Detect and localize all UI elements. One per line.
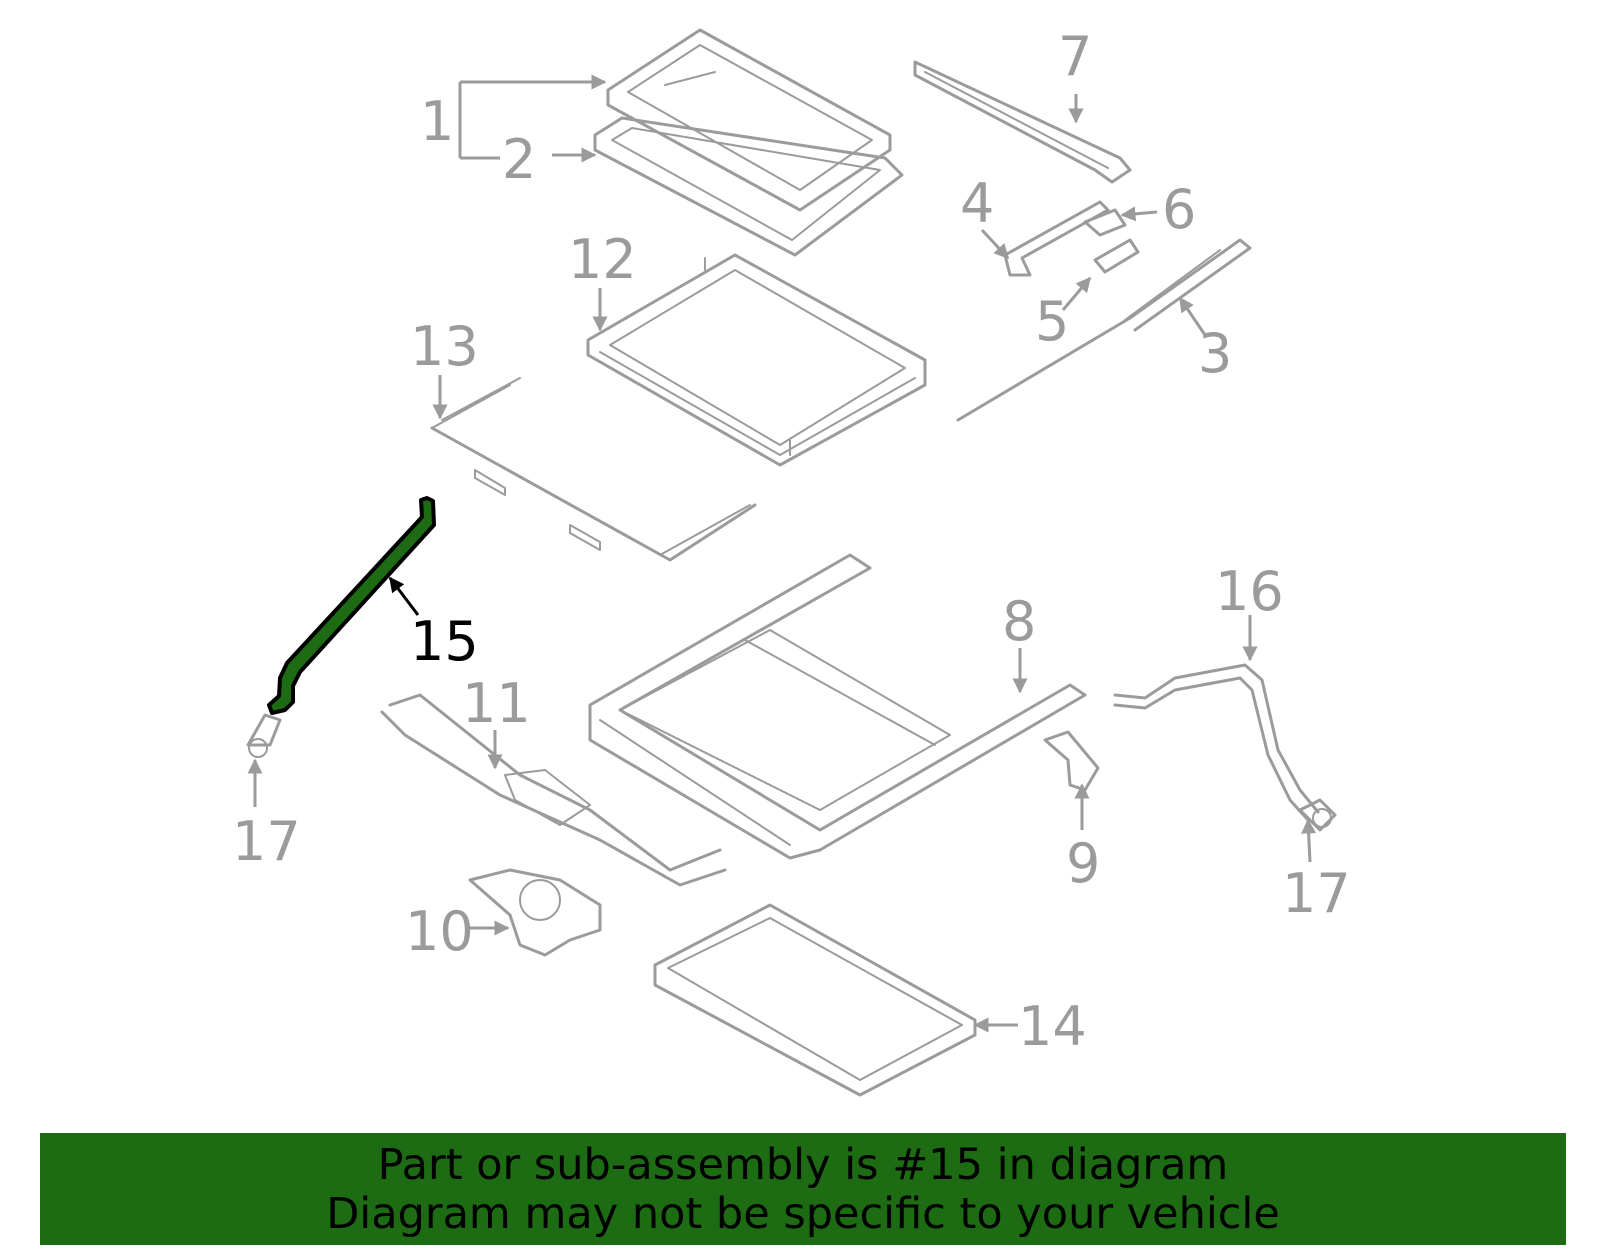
part-6-bracket xyxy=(1083,208,1127,237)
callout-9: 9 xyxy=(1066,832,1100,895)
callout-12: 12 xyxy=(568,228,637,291)
part-10-motor xyxy=(468,868,602,957)
part-12-sunshade-frame xyxy=(586,253,927,467)
part-3-guide-rail xyxy=(956,238,1252,422)
callout-16: 16 xyxy=(1215,560,1284,623)
callout-17-left: 17 xyxy=(232,810,301,873)
part-13-rear-frame xyxy=(430,377,757,562)
callout-1: 1 xyxy=(420,90,454,153)
callout-3: 3 xyxy=(1198,322,1232,385)
callout-5: 5 xyxy=(1035,290,1069,353)
part-5-bracket xyxy=(1093,238,1140,274)
part-1-glass-panel xyxy=(606,28,892,212)
part-2-glass-seal xyxy=(593,116,904,257)
callout-11: 11 xyxy=(462,672,531,735)
callout-7: 7 xyxy=(1058,25,1092,88)
part-14-frame-seal xyxy=(653,903,977,1097)
part-4-bracket xyxy=(1003,200,1110,277)
part-11-cable-assembly xyxy=(380,693,727,887)
callout-17-right: 17 xyxy=(1282,862,1351,925)
parts-diagram: 1 2 7 4 6 5 3 12 13 15 11 8 16 9 17 17 1… xyxy=(232,25,1351,1097)
part-15-drain-hose-highlighted xyxy=(267,496,436,715)
part-17-clamp-right xyxy=(1298,798,1337,832)
part-16-drain-hose xyxy=(1113,663,1320,822)
part-17-clamp-left xyxy=(246,713,282,758)
callout-6: 6 xyxy=(1162,178,1196,241)
callout-15: 15 xyxy=(410,610,479,673)
banner-line-1: Part or sub-assembly is #15 in diagram xyxy=(377,1140,1229,1190)
callout-13: 13 xyxy=(410,315,479,378)
banner-line-2: Diagram may not be specific to your vehi… xyxy=(326,1189,1280,1239)
callout-14: 14 xyxy=(1018,995,1087,1058)
part-9-bracket xyxy=(1043,730,1100,792)
callout-4: 4 xyxy=(960,172,994,235)
callout-2: 2 xyxy=(502,128,536,191)
leader-lines xyxy=(247,74,1317,1033)
callout-10: 10 xyxy=(405,900,474,963)
info-banner: Part or sub-assembly is #15 in diagram D… xyxy=(40,1133,1566,1245)
part-8-sunroof-frame xyxy=(588,553,1087,860)
callout-8: 8 xyxy=(1002,590,1036,653)
part-7-wind-deflector xyxy=(913,60,1132,184)
